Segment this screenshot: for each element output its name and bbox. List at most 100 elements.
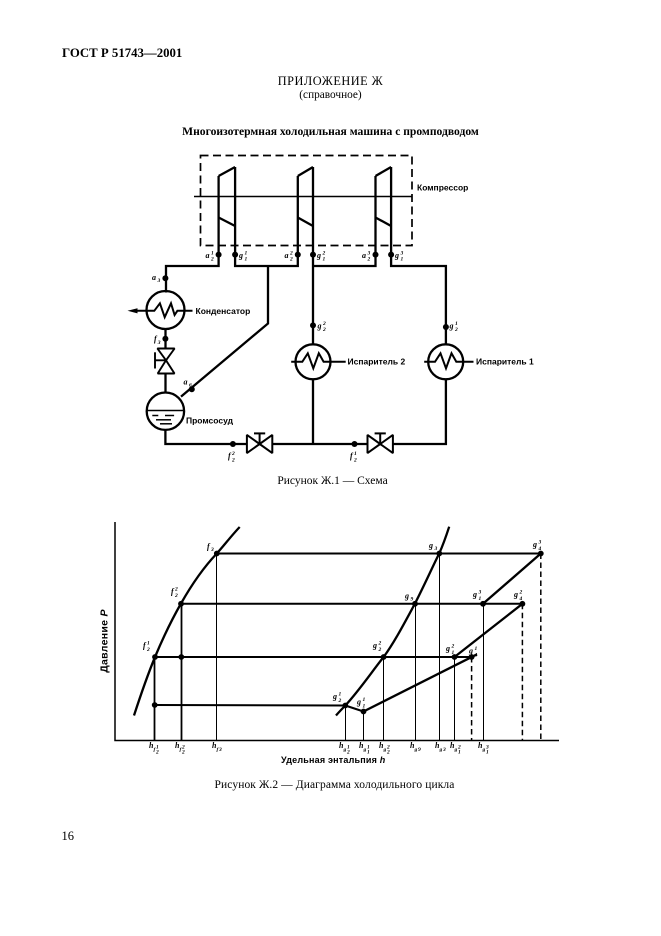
svg-text:Давление Р: Давление Р	[99, 609, 111, 673]
svg-text:2: 2	[353, 458, 357, 464]
svg-text:2: 2	[322, 251, 326, 257]
svg-text:4: 4	[519, 596, 523, 602]
svg-text:2: 2	[289, 257, 293, 263]
svg-text:f: f	[154, 335, 158, 344]
svg-text:1: 1	[347, 744, 350, 750]
svg-text:g: g	[317, 322, 322, 331]
svg-text:2: 2	[338, 698, 342, 704]
svg-text:3: 3	[367, 251, 371, 257]
svg-text:Удельная энтальпия h: Удельная энтальпия h	[281, 755, 386, 765]
svg-text:a: a	[152, 273, 156, 282]
svg-text:1: 1	[363, 704, 366, 710]
svg-text:g: g	[343, 747, 347, 753]
svg-text:2: 2	[378, 641, 382, 647]
svg-text:g: g	[316, 251, 321, 260]
svg-text:1: 1	[323, 257, 326, 263]
svg-text:2: 2	[174, 593, 178, 599]
svg-text:3: 3	[434, 546, 438, 552]
svg-text:g: g	[238, 251, 243, 260]
svg-text:g: g	[472, 590, 477, 599]
svg-text:g: g	[414, 747, 418, 753]
svg-text:f: f	[180, 747, 183, 753]
svg-text:h: h	[212, 741, 217, 750]
svg-text:h: h	[175, 741, 180, 750]
svg-text:g: g	[513, 590, 518, 599]
svg-text:2: 2	[346, 749, 350, 755]
svg-text:g: g	[404, 592, 409, 601]
svg-text:2: 2	[451, 644, 455, 650]
svg-text:Конденсатор: Конденсатор	[196, 306, 251, 316]
svg-text:2: 2	[322, 327, 326, 333]
svg-text:1: 1	[245, 257, 248, 263]
svg-text:a: a	[206, 251, 210, 260]
svg-text:2: 2	[146, 647, 150, 653]
svg-text:Испаритель 1: Испаритель 1	[476, 357, 534, 367]
svg-text:Компрессор: Компрессор	[417, 183, 468, 193]
svg-text:2: 2	[174, 587, 178, 593]
svg-text:1: 1	[479, 596, 482, 602]
svg-text:1: 1	[363, 697, 366, 703]
svg-text:2: 2	[457, 744, 461, 750]
svg-text:h: h	[149, 741, 154, 750]
svg-text:h: h	[410, 741, 415, 750]
svg-text:g: g	[383, 747, 387, 753]
svg-text:g: g	[332, 692, 337, 701]
svg-text:f: f	[171, 587, 175, 596]
svg-text:1: 1	[401, 257, 404, 263]
svg-text:f: f	[350, 452, 354, 461]
svg-text:f: f	[228, 452, 232, 461]
svg-text:2: 2	[386, 744, 390, 750]
svg-text:1: 1	[354, 451, 357, 457]
svg-text:g: g	[454, 747, 458, 753]
svg-text:1: 1	[458, 749, 461, 755]
svg-text:f: f	[154, 747, 157, 753]
svg-text:h: h	[339, 741, 344, 750]
svg-text:Испаритель 2: Испаритель 2	[348, 357, 406, 367]
svg-text:h: h	[450, 741, 455, 750]
svg-text:f: f	[217, 747, 220, 753]
svg-text:1: 1	[245, 251, 248, 257]
svg-text:g: g	[363, 747, 367, 753]
svg-text:a: a	[285, 251, 289, 260]
svg-text:f: f	[143, 641, 147, 650]
svg-text:1: 1	[367, 749, 370, 755]
svg-text:h: h	[379, 741, 384, 750]
svg-text:3: 3	[210, 547, 214, 553]
svg-text:g: g	[439, 747, 443, 753]
svg-text:4: 4	[538, 546, 542, 552]
svg-text:9: 9	[418, 747, 421, 753]
svg-text:2: 2	[155, 749, 159, 755]
svg-text:3: 3	[157, 278, 161, 284]
svg-text:6: 6	[189, 383, 192, 389]
svg-text:2: 2	[181, 749, 185, 755]
svg-text:1: 1	[211, 251, 214, 257]
svg-text:2: 2	[231, 458, 235, 464]
svg-text:1: 1	[475, 646, 478, 652]
svg-text:g: g	[356, 698, 361, 707]
svg-text:1: 1	[486, 749, 489, 755]
svg-text:g: g	[482, 747, 486, 753]
svg-text:2: 2	[519, 590, 523, 596]
svg-text:Промсосуд: Промсосуд	[186, 416, 234, 426]
svg-text:f: f	[207, 542, 211, 551]
svg-text:1: 1	[147, 641, 150, 647]
svg-text:1: 1	[367, 744, 370, 750]
svg-text:2: 2	[454, 327, 458, 333]
svg-text:2: 2	[181, 744, 185, 750]
svg-text:g: g	[394, 251, 399, 260]
svg-text:3: 3	[485, 744, 489, 750]
svg-text:2: 2	[367, 257, 371, 263]
svg-text:2: 2	[378, 647, 382, 653]
svg-text:3: 3	[218, 747, 222, 753]
svg-text:4: 4	[474, 653, 478, 659]
svg-text:h: h	[359, 741, 364, 750]
svg-text:1: 1	[455, 321, 458, 327]
svg-text:2: 2	[322, 321, 326, 327]
svg-text:1: 1	[452, 650, 455, 656]
svg-text:1: 1	[339, 692, 342, 698]
svg-text:3: 3	[478, 590, 482, 596]
svg-text:g: g	[532, 540, 537, 549]
svg-text:3: 3	[400, 251, 404, 257]
svg-text:3: 3	[538, 540, 542, 546]
svg-text:h: h	[478, 741, 483, 750]
